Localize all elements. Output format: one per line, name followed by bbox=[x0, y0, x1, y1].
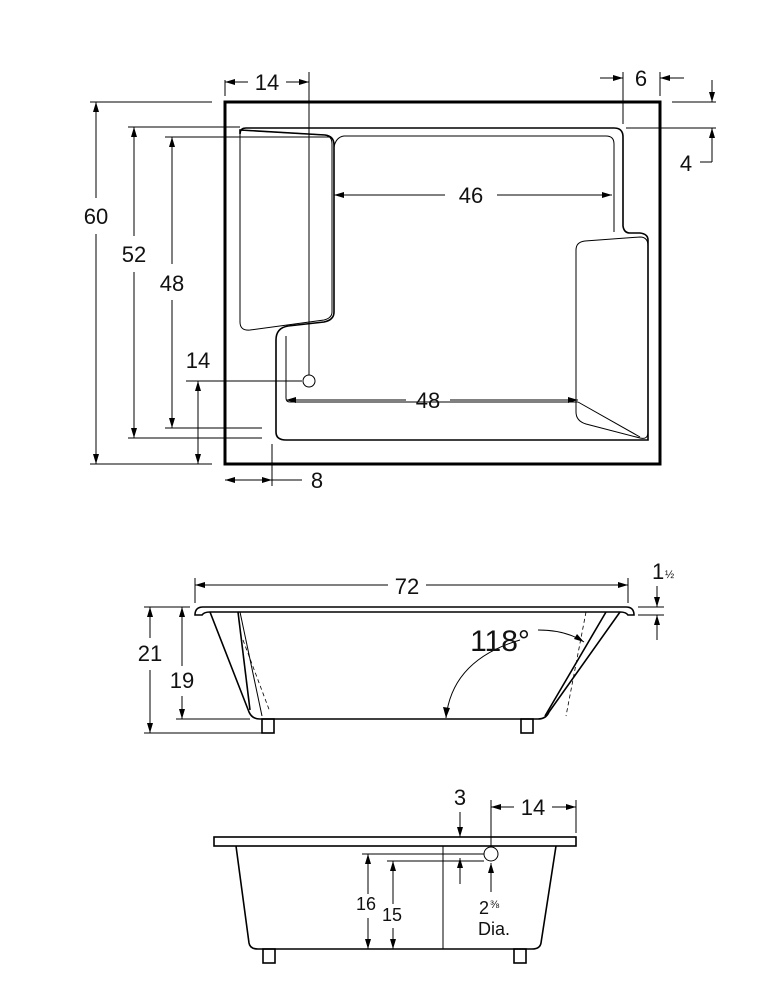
side-rim bbox=[194, 606, 635, 616]
end-rim bbox=[213, 836, 577, 847]
side-dim-height-21: 21 bbox=[138, 641, 162, 666]
side-dim-height-19: 19 bbox=[170, 668, 194, 693]
plan-inner-basin bbox=[239, 127, 649, 441]
plan-dim-height-48: 48 bbox=[160, 271, 184, 296]
side-body bbox=[209, 611, 621, 720]
end-foot-left bbox=[262, 948, 276, 964]
side-view: 72 1 ½ 21 19 118° bbox=[138, 559, 674, 734]
plan-dim-top-right: 6 bbox=[635, 66, 647, 91]
plan-backrest-left bbox=[239, 129, 333, 331]
plan-dim-height-52: 52 bbox=[122, 242, 146, 267]
side-foot-left bbox=[261, 718, 275, 734]
plan-outer-rim bbox=[223, 100, 662, 466]
end-drain-size-fraction: ⅜ bbox=[490, 899, 500, 911]
plan-backrest-right bbox=[575, 236, 649, 439]
end-drain-circle bbox=[483, 846, 499, 862]
side-foot-right bbox=[520, 718, 534, 734]
plan-dim-overall-height: 60 bbox=[84, 204, 108, 229]
end-view: 3 14 16 15 2 ⅜ Dia. bbox=[213, 785, 577, 964]
side-dim-rim-fraction: ½ bbox=[665, 569, 674, 581]
end-dim-rim: 3 bbox=[454, 785, 466, 810]
end-dim-height-16: 16 bbox=[356, 894, 376, 914]
side-dim-length: 72 bbox=[395, 574, 419, 599]
end-drain-dia-label: Dia. bbox=[478, 919, 510, 939]
side-angle-label: 118° bbox=[470, 625, 530, 658]
plan-bowl-edge bbox=[285, 135, 615, 403]
end-dim-height-15: 15 bbox=[382, 905, 402, 925]
end-body bbox=[235, 845, 557, 950]
side-dim-rim: 1 bbox=[652, 559, 664, 584]
end-drain-size: 2 bbox=[479, 898, 489, 918]
plan-dim-drain-height: 14 bbox=[186, 348, 210, 373]
plan-dim-floor-length: 48 bbox=[416, 388, 440, 413]
plan-drain-circle bbox=[302, 374, 316, 388]
end-dim-drain-offset: 14 bbox=[521, 795, 545, 820]
plan-dim-top-left: 14 bbox=[255, 70, 279, 95]
plan-dim-bottom-left: 8 bbox=[311, 468, 323, 493]
end-foot-right bbox=[513, 948, 527, 964]
plan-dim-inner-width: 46 bbox=[459, 183, 483, 208]
plan-view: 14 6 4 46 48 60 bbox=[84, 66, 716, 493]
plan-dim-right-top: 4 bbox=[680, 151, 692, 176]
